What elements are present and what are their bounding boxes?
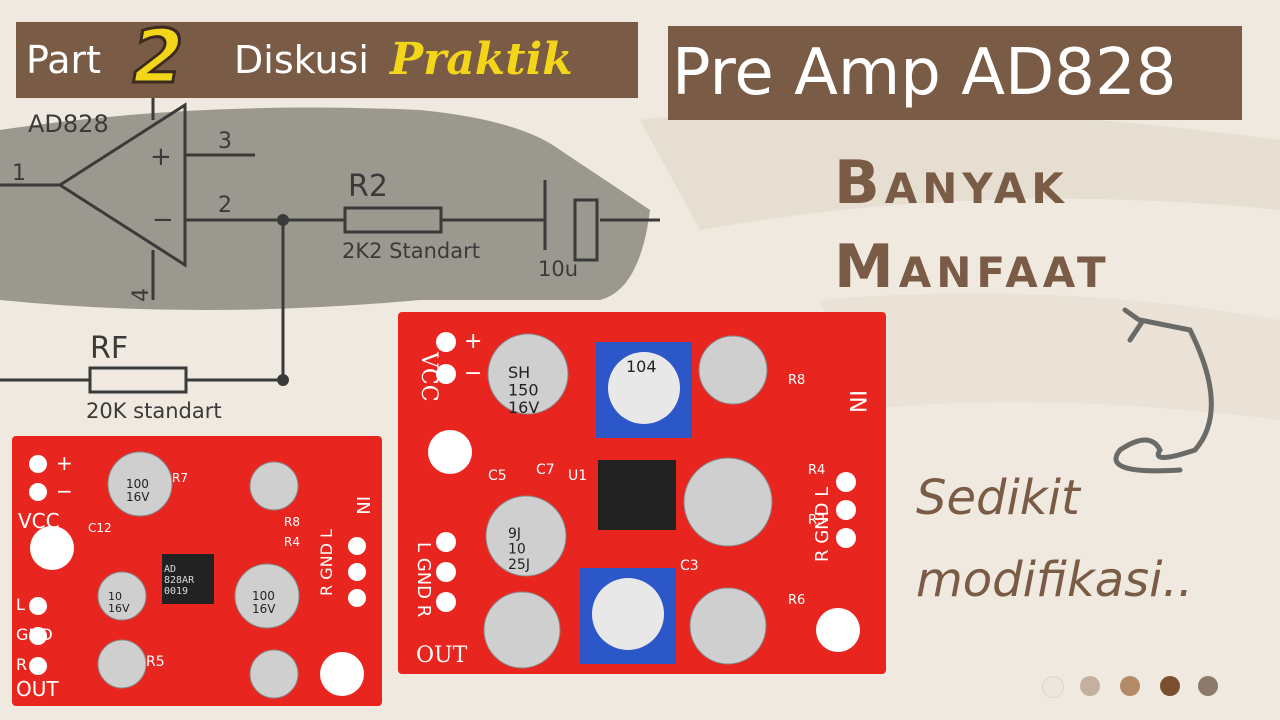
large-board-c5: C5 bbox=[488, 468, 507, 484]
small-board-vcc: VCC bbox=[18, 509, 60, 533]
large-board-r6: R6 bbox=[788, 593, 805, 608]
small-board-r8: R8 bbox=[284, 515, 300, 529]
small-board-r: R bbox=[16, 655, 27, 674]
schematic-pin2: 2 bbox=[218, 193, 232, 218]
schematic-pin4: 4 bbox=[129, 288, 154, 302]
benefit-line2: Manfaat bbox=[834, 232, 1111, 302]
large-board-l-gnd-r: L GND R bbox=[413, 542, 434, 617]
large-board-r4: R4 bbox=[808, 463, 825, 478]
schematic-chip-label: AD828 bbox=[28, 110, 109, 138]
small-board-c12: C12 bbox=[88, 521, 112, 535]
schematic-r2-value: 2K2 Standart bbox=[342, 239, 480, 263]
palette-dot-2 bbox=[1080, 676, 1100, 696]
large-board-vcc: VCC bbox=[416, 351, 441, 402]
palette-dot-1 bbox=[1042, 676, 1064, 698]
part-label: Part bbox=[26, 38, 102, 82]
small-board-minus: − bbox=[56, 479, 73, 503]
large-board-c3: C3 bbox=[680, 558, 699, 574]
small-board-r-gnd-l: R GND L bbox=[317, 529, 336, 596]
small-board-r7: R7 bbox=[172, 471, 188, 485]
schematic-plus: + bbox=[150, 142, 172, 172]
modification-line2: modifikasi.. bbox=[916, 552, 1194, 608]
palette-dot-3 bbox=[1120, 676, 1140, 696]
schematic-pin1: 1 bbox=[12, 161, 26, 186]
modification-line1: Sedikit bbox=[916, 470, 1080, 526]
small-board-out: OUT bbox=[16, 677, 59, 701]
small-board-r4: R4 bbox=[284, 535, 300, 549]
part-badge: Part 2 Diskusi Praktik bbox=[16, 13, 638, 102]
schematic-cap-value: 10u bbox=[538, 257, 578, 281]
large-board-r3: R3 bbox=[808, 513, 825, 528]
palette-dot-4 bbox=[1160, 676, 1180, 696]
title-banner: Pre Amp AD828 bbox=[668, 26, 1242, 120]
schematic-rf-name: RF bbox=[90, 331, 128, 366]
large-board-r-gnd-l: R GND L bbox=[812, 487, 833, 562]
large-board-in: IN bbox=[844, 390, 869, 413]
page-title: Pre Amp AD828 bbox=[672, 36, 1177, 110]
schematic-r2-name: R2 bbox=[348, 169, 388, 204]
small-board-plus: + bbox=[56, 451, 73, 475]
benefit-line1: Banyak bbox=[834, 148, 1069, 218]
large-board-r8: R8 bbox=[788, 373, 805, 388]
discussion-label: Diskusi bbox=[234, 38, 369, 82]
schematic-diagram: AD828 1 3 2 4 + − R2 2K2 Standart 10u RF… bbox=[0, 80, 660, 423]
large-board-c7: C7 bbox=[536, 462, 555, 478]
large-board-out: OUT bbox=[416, 643, 468, 668]
schematic-minus: − bbox=[152, 205, 174, 235]
large-board-trimmer: 104 bbox=[626, 357, 657, 376]
small-board-in: IN bbox=[352, 496, 373, 515]
schematic-rf-value: 20K standart bbox=[86, 399, 222, 423]
large-board-plus: + bbox=[464, 329, 482, 354]
small-board-r5: R5 bbox=[146, 654, 165, 670]
large-board-minus: − bbox=[464, 361, 482, 386]
curved-arrow-icon bbox=[1113, 307, 1214, 474]
small-board-l: L bbox=[16, 595, 25, 614]
palette-dot-5 bbox=[1198, 676, 1218, 696]
schematic-pin3: 3 bbox=[218, 129, 232, 154]
small-board-gnd: GND bbox=[16, 625, 53, 644]
practice-label: Praktik bbox=[390, 34, 573, 85]
large-board-u1: U1 bbox=[568, 468, 587, 484]
part-number: 2 bbox=[123, 13, 193, 102]
